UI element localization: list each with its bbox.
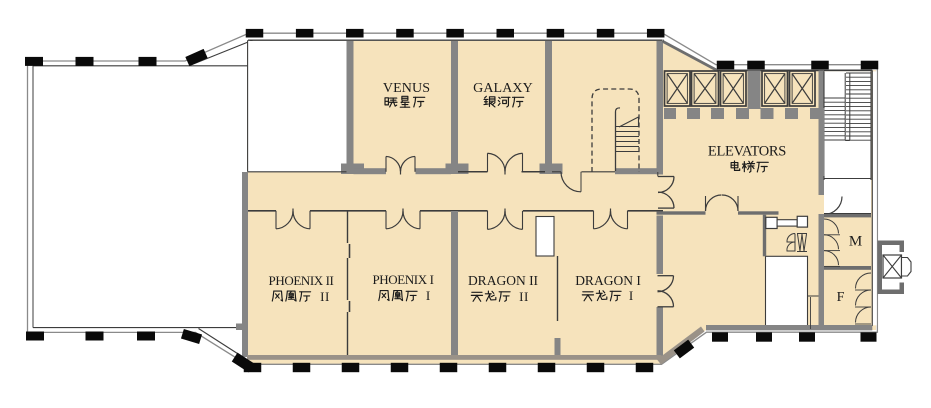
- svg-text:DRAGON II: DRAGON II: [468, 273, 539, 288]
- svg-text:F: F: [837, 290, 845, 305]
- svg-text:PHOENIX II: PHOENIX II: [269, 273, 334, 288]
- svg-text:DRAGON I: DRAGON I: [575, 273, 641, 288]
- svg-text:PHOENIX I: PHOENIX I: [372, 272, 433, 287]
- svg-text:II: II: [320, 289, 330, 304]
- svg-text:M: M: [849, 234, 862, 250]
- svg-text:GALAXY: GALAXY: [473, 81, 533, 96]
- svg-text:VENUS: VENUS: [383, 81, 430, 96]
- svg-text:I: I: [629, 288, 633, 303]
- svg-text:II: II: [519, 289, 529, 304]
- svg-text:I: I: [426, 288, 430, 303]
- svg-text:ELEVATORS: ELEVATORS: [708, 144, 786, 160]
